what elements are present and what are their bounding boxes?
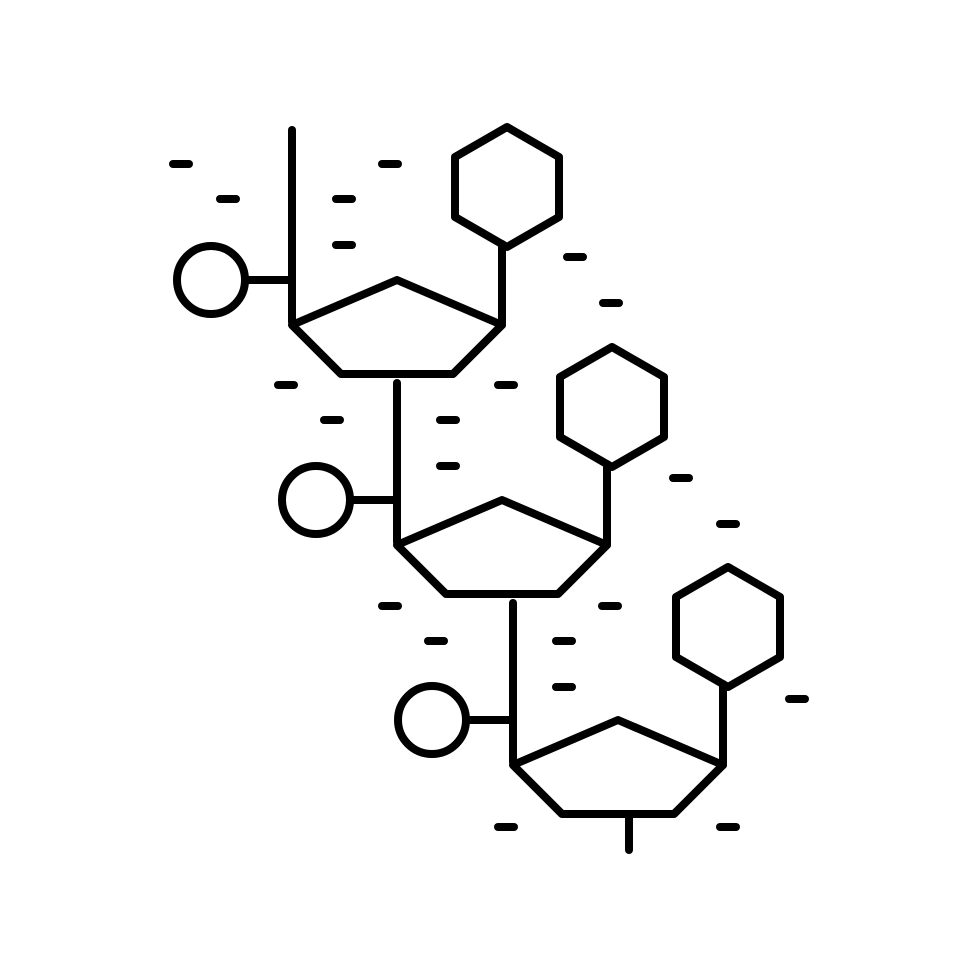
phosphate-circle-icon: [173, 242, 249, 318]
nucleotide-unit-2: [278, 343, 668, 598]
sugar-pentagon-icon: [288, 276, 506, 378]
sugar-pentagon-icon: [509, 716, 727, 818]
dash-marks: [169, 160, 809, 831]
nucleotide-unit-3: [394, 563, 784, 818]
base-hexagon-icon: [672, 563, 784, 691]
phosphate-circle-icon: [278, 462, 354, 538]
base-hexagon-icon: [451, 123, 563, 251]
sugar-pentagon-icon: [393, 496, 611, 598]
phosphate-circle-icon: [394, 682, 470, 758]
nucleotide-unit-1: [173, 123, 563, 378]
base-hexagon-icon: [556, 343, 668, 471]
